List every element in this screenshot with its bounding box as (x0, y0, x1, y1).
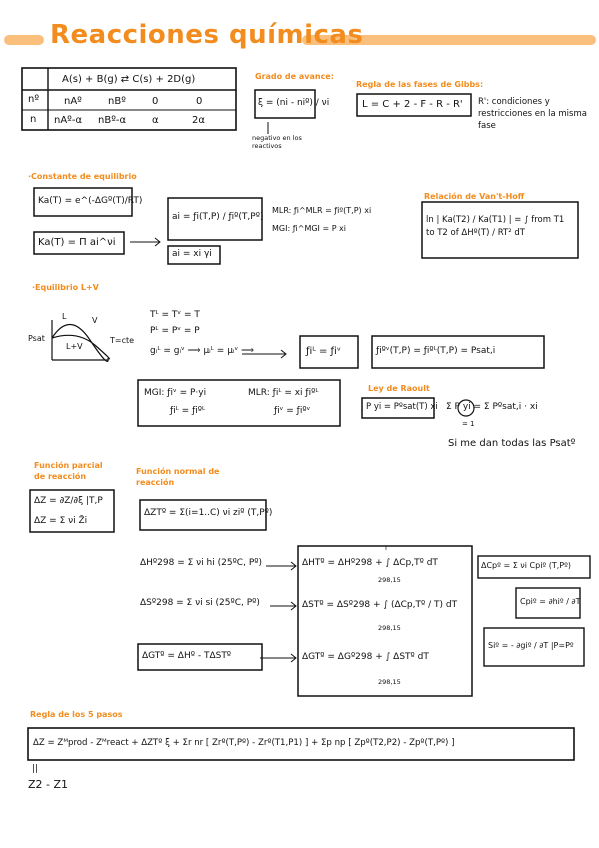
h298-formula: ΔHº298 = Σ νi hi (25ºC, Pº) (140, 558, 262, 568)
raoult-box (361, 397, 435, 419)
curve-vapor (51, 334, 111, 360)
st-formula: ΔSTº = ΔSº298 + ∫ (ΔCp,Tº / T) dT (302, 600, 458, 610)
lower-limit: 298,15 (378, 576, 401, 584)
gt-formula: ΔGTº = ΔGº298 + ∫ ΔSTº dT (302, 652, 429, 662)
mlr-v: ƒiᵛ = ƒiºᵛ (274, 406, 311, 416)
cp-box (477, 555, 591, 579)
normal-box (139, 499, 267, 531)
gibbs-heading: Regla de las fases de Gibbs: (356, 80, 484, 89)
parcial-f2: ΔZ = Σ νi Z̄i (34, 516, 88, 526)
page-title: Reacciones químicas (50, 20, 364, 50)
parcial-box (29, 489, 115, 533)
curve-liquid (51, 323, 109, 362)
sum-one: = 1 (462, 420, 475, 428)
lv-condition: gᵢᴸ = gᵢᵛ ⟹ μᵢᴸ = μᵢᵛ ⟹ (150, 346, 255, 356)
lv-condition: Pᴸ = Pᵛ = P (150, 326, 200, 336)
avance-box (254, 89, 316, 119)
normal-f1: ΔZTº = Σ(i=1..C) νi ziº (T,Pº) (144, 508, 273, 518)
table-cell: nBº (108, 96, 126, 107)
curve-l-label: L (62, 312, 67, 321)
avance-heading: Grado de avance: (255, 72, 334, 81)
table-header: A(s) + B(g) ⇄ C(s) + 2D(g) (62, 74, 196, 85)
table-cell: 0 (152, 96, 159, 107)
curve-v-label: V (92, 316, 98, 325)
parcial-f1: ΔZ = ∂Z/∂ξ |T,P (34, 496, 103, 506)
region-label: L+V (66, 342, 83, 351)
tcte-label: T=cte (110, 336, 135, 345)
table-cell: α (152, 115, 159, 126)
cinco-result: Z2 - Z1 (28, 778, 69, 791)
table-row2-label: n (30, 114, 37, 125)
lv-heading: ·Equilibrio L+V (32, 283, 99, 292)
title-bar-left (4, 35, 44, 45)
parcial-heading: Función parcial de reacción (34, 461, 103, 481)
cinco-box (27, 727, 575, 761)
g-def-formula: ΔGTº = ΔHº - TΔSTº (142, 651, 232, 661)
gibbs-formula: L = C + 2 - F - R - R' (362, 99, 463, 110)
mgi-mlr-box (137, 379, 341, 427)
thermo-big-box (297, 545, 473, 697)
vanthoff-heading: Relación de Van't-Hoff (424, 192, 525, 201)
gibbs-note: R': condiciones y restricciones en la mi… (478, 97, 587, 131)
cinco-formula: ΔZ = Zᴹprod - Zᴹreact + ΔZTº ξ + Σr nr [… (33, 738, 455, 748)
raoult-sum: Σ P yi = Σ Pºsat,i · xi (446, 402, 538, 412)
cinco-heading: Regla de los 5 pasos (30, 710, 123, 719)
si-formula: Siº = - ∂giº / ∂T |P=Pº (488, 641, 574, 650)
psat-label: Psat (28, 334, 45, 343)
ka-formula-2: Ka(T) = Π ai^νi (38, 237, 116, 248)
cpi-box (515, 587, 581, 619)
fug-sat: ƒiºᵛ(T,P) = ƒiºᴸ(T,P) = Psat,i (376, 346, 496, 356)
avance-note: negativo en los reactivos (252, 134, 302, 150)
vanthoff-formula: ln | Ka(T2) / Ka(T1) | = ∫ from T1 to T2… (426, 215, 565, 238)
lv-condition: Tᴸ = Tᵛ = T (150, 310, 200, 320)
equilibrio-heading: ·Constante de equilibrio (28, 172, 137, 181)
cinco-equals: || (32, 764, 39, 774)
activity-formula: ai = ƒi(T,P) / ƒiº(T,Pº) (172, 212, 264, 222)
cp-formula: ΔCpº = Σ νi Cpiº (T,Pº) (481, 561, 571, 570)
table-frame (21, 67, 237, 131)
fug-sat-box (371, 335, 545, 369)
gibbs-box (356, 93, 472, 117)
normal-heading: Función normal de reacción (136, 467, 220, 487)
mgi-v: MGI: ƒiᵛ = P·yi (144, 388, 207, 398)
ai-ideal-box (167, 245, 221, 265)
mlr-formula: MLR: ƒi^MLR = ƒiº(T,P) xi (272, 206, 372, 215)
si-box (483, 627, 585, 667)
table-cell: nBº-α (98, 115, 127, 126)
lower-limit: 298,15 (378, 624, 401, 632)
table-cell: 0 (196, 96, 203, 107)
ka-box-1 (33, 187, 133, 217)
title-bar-right (302, 35, 596, 45)
cpi-formula: Cpiº = ∂hiº / ∂T (520, 597, 581, 606)
lv-note: Si me dan todas las Psatº (448, 438, 576, 449)
table-cell: 2α (192, 115, 205, 126)
mlr-l: MLR: ƒiᴸ = xi ƒiºᴸ (248, 388, 319, 398)
gibbs-def-box (137, 643, 263, 671)
fug-equal-box (299, 335, 359, 369)
ka-box-2 (33, 231, 125, 255)
ai-ideal-formula: ai = xi γi (172, 249, 212, 259)
raoult-heading: Ley de Raoult (368, 384, 430, 393)
raoult-formula: P yi = Pºsat(T) xi (366, 402, 438, 412)
ka-formula-1: Ka(T) = e^(-ΔGº(T)/RT) (38, 196, 143, 206)
table-row1-label: nº (28, 94, 40, 105)
table-cell: nAº-α (54, 115, 83, 126)
avance-formula: ξ = (ni - niº) / νi (258, 98, 330, 108)
mgi-formula: MGI: ƒi^MGI = P xi (272, 224, 347, 233)
lower-limit: 298,15 (378, 678, 401, 686)
ht-formula: ΔHTº = ΔHº298 + ∫ ΔCp,Tº dT (302, 558, 438, 568)
mgi-l: ƒiᴸ = ƒiºᴸ (170, 406, 206, 416)
vanthoff-box (421, 201, 579, 259)
table-cell: nAº (64, 96, 82, 107)
fug-equal: ƒiᴸ = ƒiᵛ (306, 346, 342, 357)
upper-limit: T (384, 544, 388, 552)
s298-formula: ΔSº298 = Σ νi si (25ºC, Pº) (140, 598, 260, 608)
activity-box (167, 197, 263, 241)
